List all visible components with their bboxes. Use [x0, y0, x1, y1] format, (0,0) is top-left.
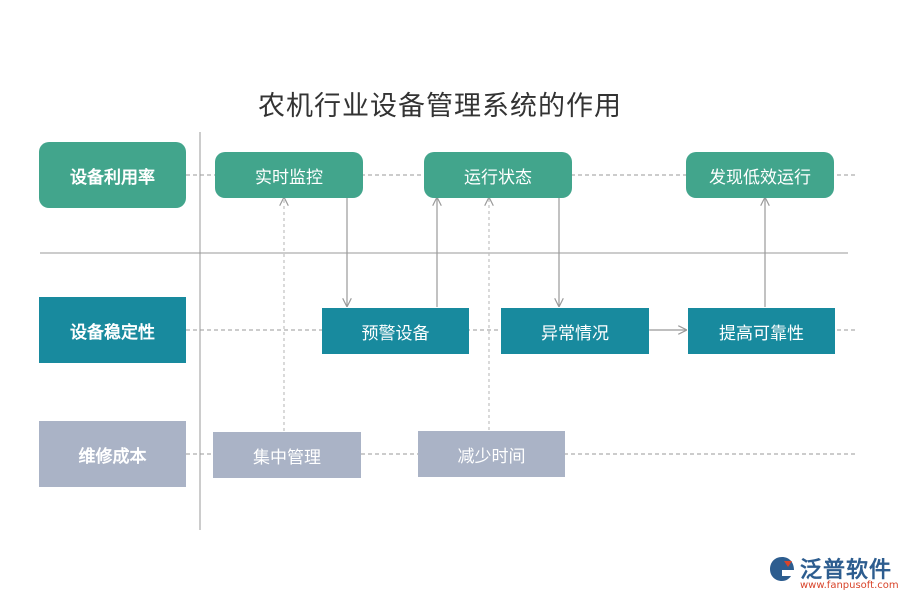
node-find-low-efficiency: 发现低效运行: [686, 152, 834, 198]
node-realtime-monitor: 实时监控: [215, 152, 363, 198]
row-label-stability: 设备稳定性: [39, 297, 186, 363]
node-warning-device: 预警设备: [322, 308, 469, 354]
node-running-status: 运行状态: [424, 152, 572, 198]
brand-logo: 泛普软件 www.fanpusoft.com: [768, 552, 899, 592]
diagram-title: 农机行业设备管理系统的作用: [258, 91, 622, 122]
node-centralized-management: 集中管理: [213, 432, 361, 478]
logo-name: 泛普软件: [800, 558, 893, 583]
node-abnormal-situation: 异常情况: [501, 308, 649, 354]
row-label-maintenance-cost: 维修成本: [39, 421, 186, 487]
fanpu-logo-icon: [770, 557, 794, 581]
row-label-utilization: 设备利用率: [39, 142, 186, 208]
node-reduce-time: 减少时间: [418, 431, 565, 477]
logo-url: www.fanpusoft.com: [800, 580, 899, 591]
node-improve-reliability: 提高可靠性: [688, 308, 835, 354]
